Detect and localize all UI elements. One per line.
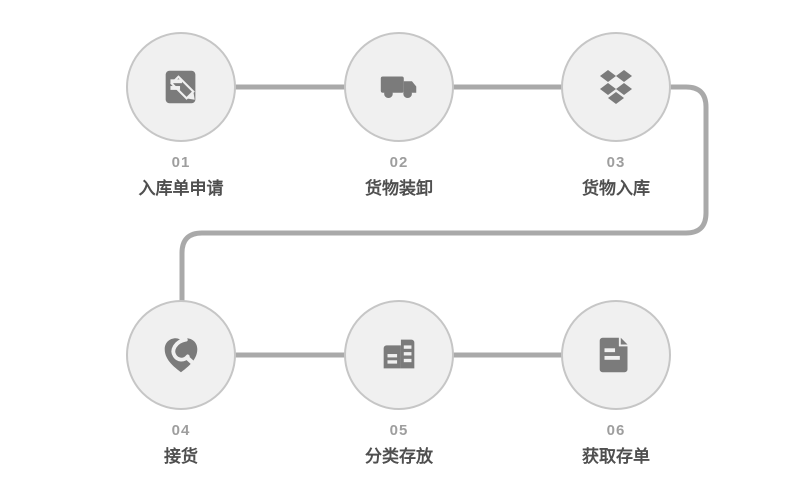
step-1: 01 入库单申请: [101, 32, 261, 199]
connector-step3-step4: [179, 84, 709, 355]
heart-handshake-icon: [158, 332, 204, 378]
step-6: 06 获取存单: [536, 300, 696, 467]
step-3-number: 03: [606, 154, 626, 171]
edit-document-icon: [158, 64, 204, 110]
warehouse-buildings-icon: [376, 332, 422, 378]
step-1-circle: [126, 32, 236, 142]
step-3-circle: [561, 32, 671, 142]
step-1-label: 入库单申请: [138, 179, 224, 198]
dropbox-boxes-icon: [592, 66, 640, 108]
step-4-number: 04: [171, 422, 191, 439]
step-4-label: 接货: [164, 447, 198, 466]
receipt-document-icon: [593, 332, 639, 378]
step-1-number: 01: [171, 154, 191, 171]
step-2-number: 02: [389, 154, 409, 171]
step-2: 02 货物装卸: [319, 32, 479, 199]
truck-icon: [376, 64, 422, 110]
step-6-number: 06: [606, 422, 626, 439]
step-6-label: 获取存单: [582, 447, 650, 466]
step-5-circle: [344, 300, 454, 410]
step-5-label: 分类存放: [365, 447, 433, 466]
step-3: 03 货物入库: [536, 32, 696, 199]
step-4-circle: [126, 300, 236, 410]
step-2-circle: [344, 32, 454, 142]
step-5: 05 分类存放: [319, 300, 479, 467]
step-5-number: 05: [389, 422, 409, 439]
step-6-circle: [561, 300, 671, 410]
step-2-label: 货物装卸: [365, 179, 433, 198]
step-4: 04 接货: [101, 300, 261, 467]
step-3-label: 货物入库: [582, 179, 650, 198]
